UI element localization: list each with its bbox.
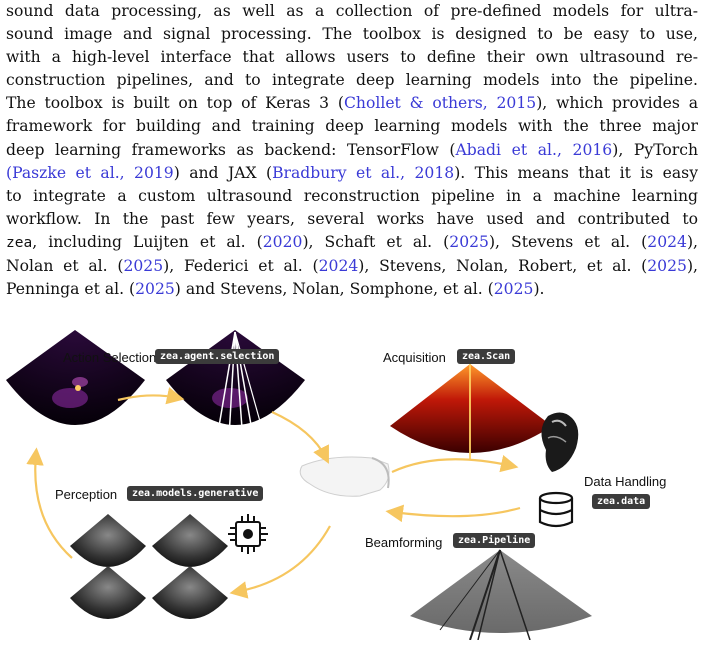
citation-link[interactable]: 2025 bbox=[449, 232, 489, 251]
text-run: ), PyTorch bbox=[612, 140, 698, 159]
body-paragraph: sound data processing, as well as a coll… bbox=[6, 0, 698, 301]
citation-link[interactable]: 2025 bbox=[493, 280, 534, 299]
text-run: ), which provides a bbox=[536, 94, 698, 113]
text-run: to integrate a custom ultrasound reconst… bbox=[6, 186, 698, 205]
beamforming-badge: zea.Pipeline bbox=[453, 533, 536, 548]
text-run: framework for building and training deep… bbox=[6, 117, 698, 136]
text-line: deep learning frameworks as backend: Ten… bbox=[6, 139, 698, 162]
text-line: to integrate a custom ultrasound reconst… bbox=[6, 185, 698, 208]
code-inline: zea bbox=[6, 234, 33, 251]
text-line: (Paszke et al., 2019) and JAX (Bradbury … bbox=[6, 162, 698, 185]
perception-badge: zea.models.generative bbox=[127, 486, 264, 501]
text-line: sound image and signal processing. The t… bbox=[6, 23, 698, 46]
citation-link[interactable]: Bradbury et al., 2018 bbox=[272, 163, 455, 182]
text-run: ), Schaft et al. ( bbox=[302, 232, 450, 251]
text-line: The toolbox is built on top of Keras 3 (… bbox=[6, 92, 698, 115]
action-selection-fan-1 bbox=[6, 330, 145, 425]
text-run: ). This means that it is easy bbox=[454, 163, 698, 182]
database-icon bbox=[538, 491, 574, 528]
cycle-arrows bbox=[26, 387, 521, 599]
acquisition-badge: zea.Scan bbox=[457, 349, 516, 364]
heart-icon bbox=[541, 412, 579, 472]
text-line: zea, including Luijten et al. (2020), Sc… bbox=[6, 231, 698, 255]
action-selection-label: Action Selection bbox=[63, 350, 157, 365]
text-line: sound data processing, as well as a coll… bbox=[6, 0, 698, 23]
neural-chip-icon bbox=[228, 514, 268, 554]
text-line: Penninga et al. (2025) and Stevens, Nola… bbox=[6, 278, 698, 301]
text-run: The toolbox is built on top of Keras 3 ( bbox=[6, 94, 344, 113]
text-run: , including Luijten et al. ( bbox=[32, 232, 263, 251]
acquisition-fan bbox=[390, 364, 552, 460]
text-run: ), Stevens, Nolan, Robert, et al. ( bbox=[358, 257, 648, 276]
text-run: Penninga et al. ( bbox=[6, 280, 136, 299]
text-run: workflow. In the past few years, several… bbox=[6, 209, 698, 228]
text-line: framework for building and training deep… bbox=[6, 115, 698, 138]
data-handling-label: Data Handling bbox=[584, 474, 667, 489]
acquisition-label: Acquisition bbox=[383, 350, 446, 365]
beamforming-label: Beamforming bbox=[365, 535, 443, 550]
text-run: ), bbox=[686, 232, 699, 251]
citation-link[interactable]: 2025 bbox=[647, 257, 687, 276]
text-line: construction pipelines, and to integrate… bbox=[6, 69, 698, 92]
citation-link[interactable]: ( bbox=[6, 163, 13, 182]
text-run: deep learning frameworks as backend: Ten… bbox=[6, 140, 456, 159]
text-run: ) and JAX ( bbox=[173, 163, 273, 182]
citation-link[interactable]: 2024 bbox=[647, 232, 687, 251]
citation-link[interactable]: 2025 bbox=[123, 257, 164, 276]
text-run: construction pipelines, and to integrate… bbox=[6, 71, 698, 90]
citation-link[interactable]: 2024 bbox=[318, 257, 359, 276]
citation-link[interactable]: 2025 bbox=[135, 280, 175, 299]
text-run: Nolan et al. ( bbox=[6, 257, 124, 276]
citation-link[interactable]: Abadi et al., 2016 bbox=[455, 140, 613, 159]
text-line: Nolan et al. (2025), Federici et al. (20… bbox=[6, 255, 698, 278]
text-run: ). bbox=[533, 280, 545, 299]
text-line: with a high-level interface that allows … bbox=[6, 46, 698, 69]
citation-link[interactable]: 2020 bbox=[262, 232, 303, 251]
text-run: ), bbox=[686, 257, 698, 276]
ultrasound-probe-icon bbox=[299, 456, 390, 497]
text-line: workflow. In the past few years, several… bbox=[6, 208, 698, 231]
pipeline-figure: Action Selection zea.agent.selection Acq… bbox=[0, 330, 704, 641]
text-run: ) and Stevens, Nolan, Somphone, et al. ( bbox=[174, 280, 494, 299]
text-run: sound data processing, as well as a coll… bbox=[6, 2, 698, 20]
perception-label: Perception bbox=[55, 487, 118, 502]
figure-graphics bbox=[6, 330, 592, 641]
beamforming-fan bbox=[410, 549, 592, 641]
perception-echo-images bbox=[70, 514, 228, 619]
citation-link[interactable]: Paszke et al., 2019 bbox=[12, 163, 174, 182]
text-run: with a high-level interface that allows … bbox=[6, 48, 698, 67]
text-run: ), Federici et al. ( bbox=[163, 257, 319, 276]
text-run: ), Stevens et al. ( bbox=[488, 232, 648, 251]
text-run: sound image and signal processing. The t… bbox=[6, 25, 698, 44]
citation-link[interactable]: Chollet & others, 2015 bbox=[343, 94, 537, 113]
data-handling-badge: zea.data bbox=[592, 494, 651, 509]
action-selection-badge: zea.agent.selection bbox=[155, 349, 280, 364]
